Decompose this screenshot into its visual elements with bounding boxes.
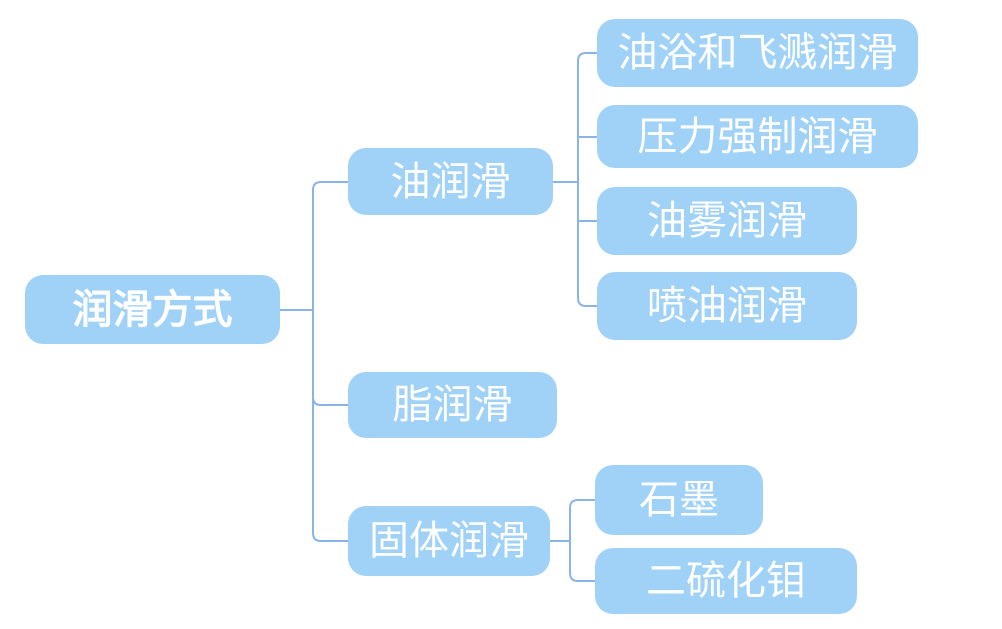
connector-trunk-solid	[569, 499, 596, 582]
node-oil-lubrication[interactable]: 油润滑	[348, 148, 553, 215]
connector-branch-grease	[312, 396, 349, 406]
node-lubrication-method[interactable]: 润滑方式	[25, 275, 280, 344]
node-molybdenum-disulfide[interactable]: 二硫化钼	[595, 548, 857, 614]
node-oil-jet-lubrication[interactable]: 喷油润滑	[597, 272, 857, 340]
node-pressure-forced-lubrication[interactable]: 压力强制润滑	[597, 105, 918, 168]
node-solid-lubrication[interactable]: 固体润滑	[348, 506, 550, 576]
node-grease-lubrication[interactable]: 脂润滑	[348, 372, 557, 438]
node-oil-bath-splash-lubrication[interactable]: 油浴和飞溅润滑	[597, 19, 918, 87]
connector-trunk-level1	[312, 181, 349, 542]
node-graphite[interactable]: 石墨	[595, 465, 763, 535]
node-oil-mist-lubrication[interactable]: 油雾润滑	[597, 187, 857, 255]
connector-trunk-oil	[577, 52, 598, 307]
